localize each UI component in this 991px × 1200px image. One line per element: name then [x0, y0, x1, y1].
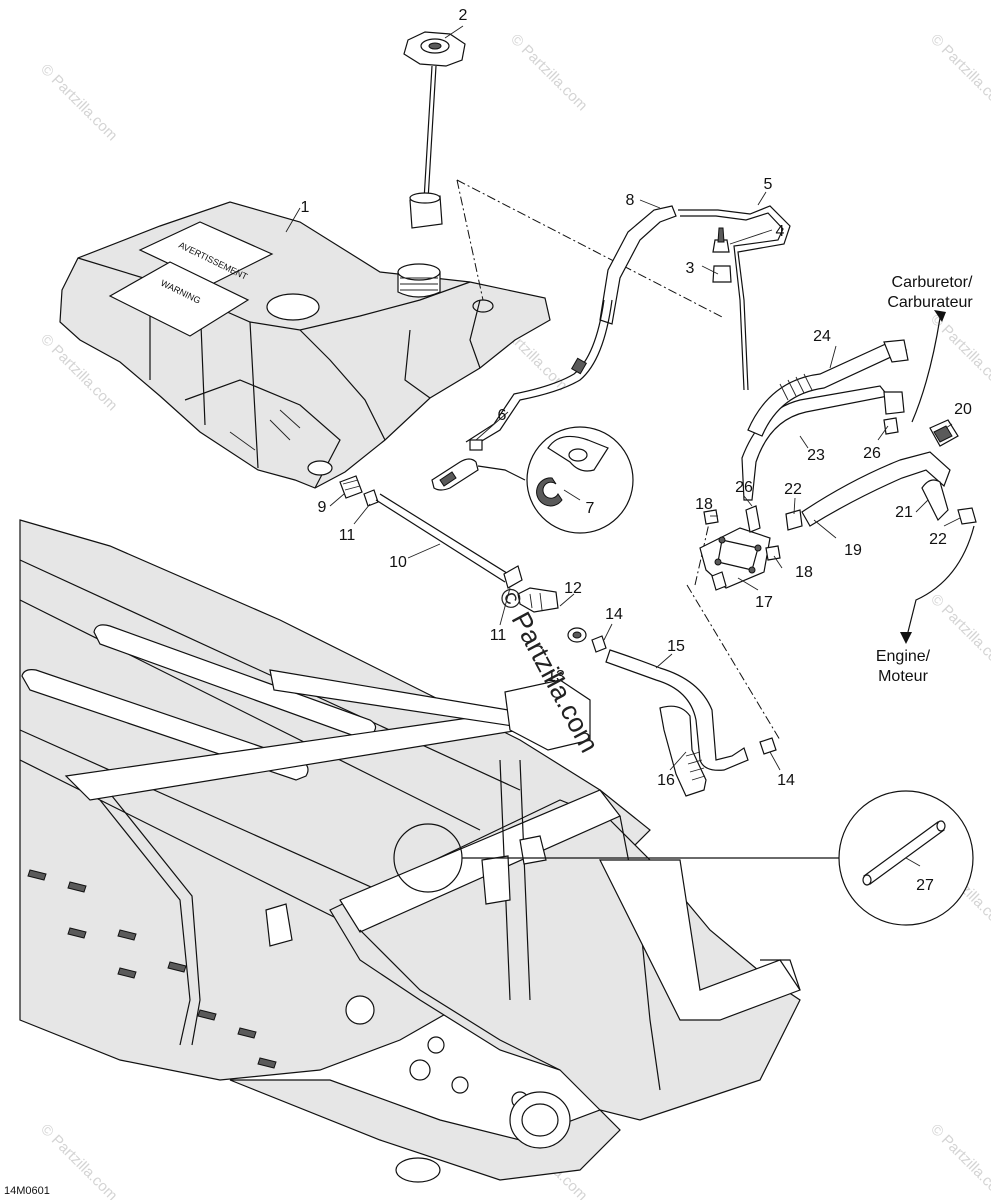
callout-25: 26: [735, 479, 753, 496]
callout-14: 14: [777, 772, 795, 789]
callout-20: 20: [954, 401, 972, 418]
callout-17: 17: [755, 594, 773, 611]
callout-26: 26: [863, 445, 881, 462]
callout-9: 9: [318, 499, 327, 516]
watermark: © Partzilla.com: [927, 591, 991, 674]
callout-2: 2: [459, 7, 468, 24]
callout-12: 12: [564, 580, 582, 597]
callout-numbers: 2 1 5 8 4 3 6 7 9 11 10 12 11 14 13 15 1…: [301, 7, 972, 894]
callout-24: 24: [813, 328, 831, 345]
callout-18: 18: [795, 564, 813, 581]
fuel-tank: AVERTISSEMENT WARNING: [59, 201, 551, 489]
callout-18: 18: [695, 496, 713, 513]
flow-labels: Carburetor/ Carburateur Engine/ Moteur: [876, 274, 973, 685]
callout-27: 27: [916, 877, 934, 894]
callout-1: 1: [301, 199, 310, 216]
callout-22: 22: [929, 531, 947, 548]
callout-7: 7: [586, 500, 595, 517]
watermark: © Partzilla.com: [507, 31, 590, 114]
watermark: © Partzilla.com: [927, 31, 991, 114]
hose-detail: [431, 426, 634, 534]
snowmobile-frame: [19, 519, 840, 1183]
fuel-supply-line: [339, 475, 777, 797]
moteur-label: Moteur: [878, 668, 928, 685]
vent-hose-assembly: [465, 205, 791, 451]
callout-22: 22: [784, 481, 802, 498]
callout-5: 5: [764, 176, 773, 193]
callout-6: 6: [498, 407, 507, 424]
callout-3: 3: [686, 260, 695, 277]
callout-11: 11: [339, 527, 356, 544]
flow-arrows: [900, 310, 946, 644]
callout-19: 19: [844, 542, 862, 559]
watermark: © Partzilla.com: [927, 1121, 991, 1200]
callout-10: 10: [389, 554, 407, 571]
fuel-pump-assembly: [699, 317, 977, 641]
callout-14: 14: [605, 606, 623, 623]
watermark: © Partzilla.com: [37, 61, 120, 144]
carburetor-label: Carburetor/: [892, 274, 973, 291]
carburateur-label: Carburateur: [887, 294, 973, 311]
callout-15: 15: [667, 638, 685, 655]
engine-label: Engine/: [876, 648, 931, 665]
arrow-up-icon: [934, 310, 946, 322]
callout-21: 21: [895, 504, 913, 521]
callout-11: 11: [490, 627, 507, 644]
gas-cap-assembly: [403, 31, 466, 229]
callout-13: 13: [547, 668, 565, 685]
callout-8: 8: [626, 192, 635, 209]
watermark: © Partzilla.com: [927, 311, 991, 394]
callout-23: 23: [807, 447, 825, 464]
warning-decal: [108, 261, 250, 337]
drawing-code: 14M0601: [4, 1185, 50, 1197]
callout-16: 16: [657, 772, 675, 789]
callout-4: 4: [776, 223, 785, 240]
leader-lines: [285, 25, 961, 867]
tunnel-slots: [27, 869, 277, 1069]
arrow-down-icon: [900, 632, 912, 644]
